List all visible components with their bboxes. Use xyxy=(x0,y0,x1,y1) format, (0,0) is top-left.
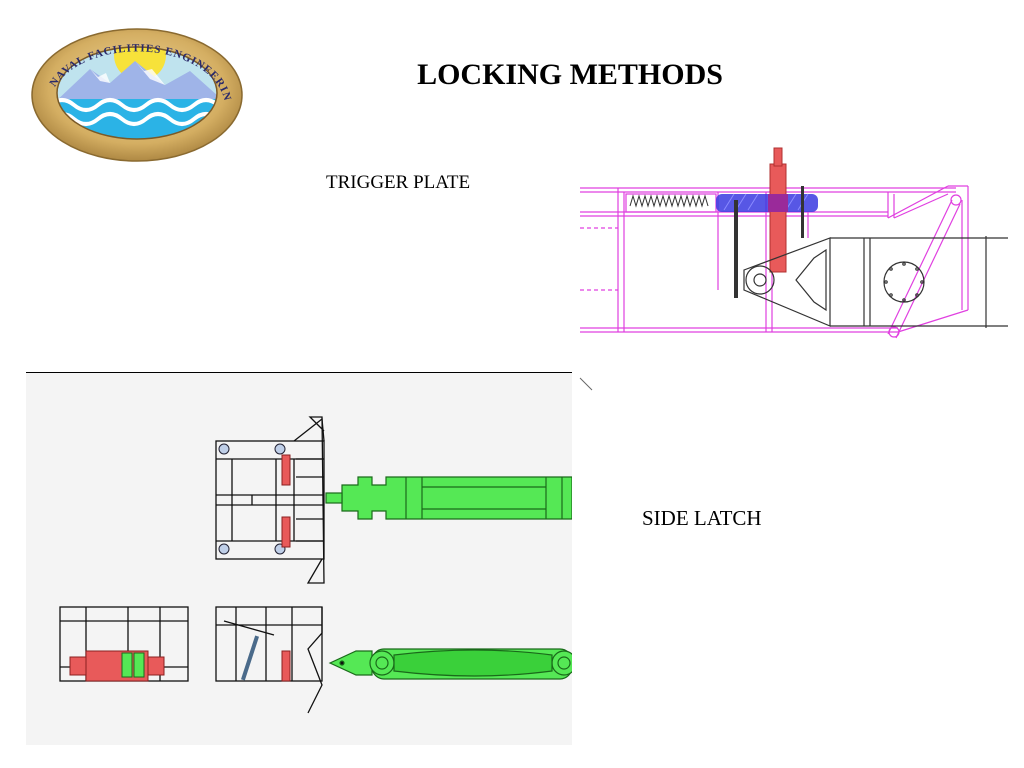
spring xyxy=(629,194,709,208)
trigger-plate-diagram xyxy=(580,147,1008,339)
logo-mountains xyxy=(57,61,217,105)
trigger-bar xyxy=(716,194,818,212)
green-latch-arm-bottom xyxy=(328,648,572,680)
green-latch-arm-top xyxy=(325,476,572,520)
side-latch-panel xyxy=(26,372,572,745)
page-title: LOCKING METHODS xyxy=(417,58,723,91)
logo-sun xyxy=(114,47,166,81)
tick-mark xyxy=(579,377,593,391)
naval-facilities-logo: NAVAL FACILITIES ENGINEERING SERVICE CEN… xyxy=(30,25,243,162)
side-latch-label: SIDE LATCH xyxy=(642,506,762,530)
side-latch-diagram xyxy=(59,416,572,714)
trigger-plate-label: TRIGGER PLATE xyxy=(326,172,471,193)
